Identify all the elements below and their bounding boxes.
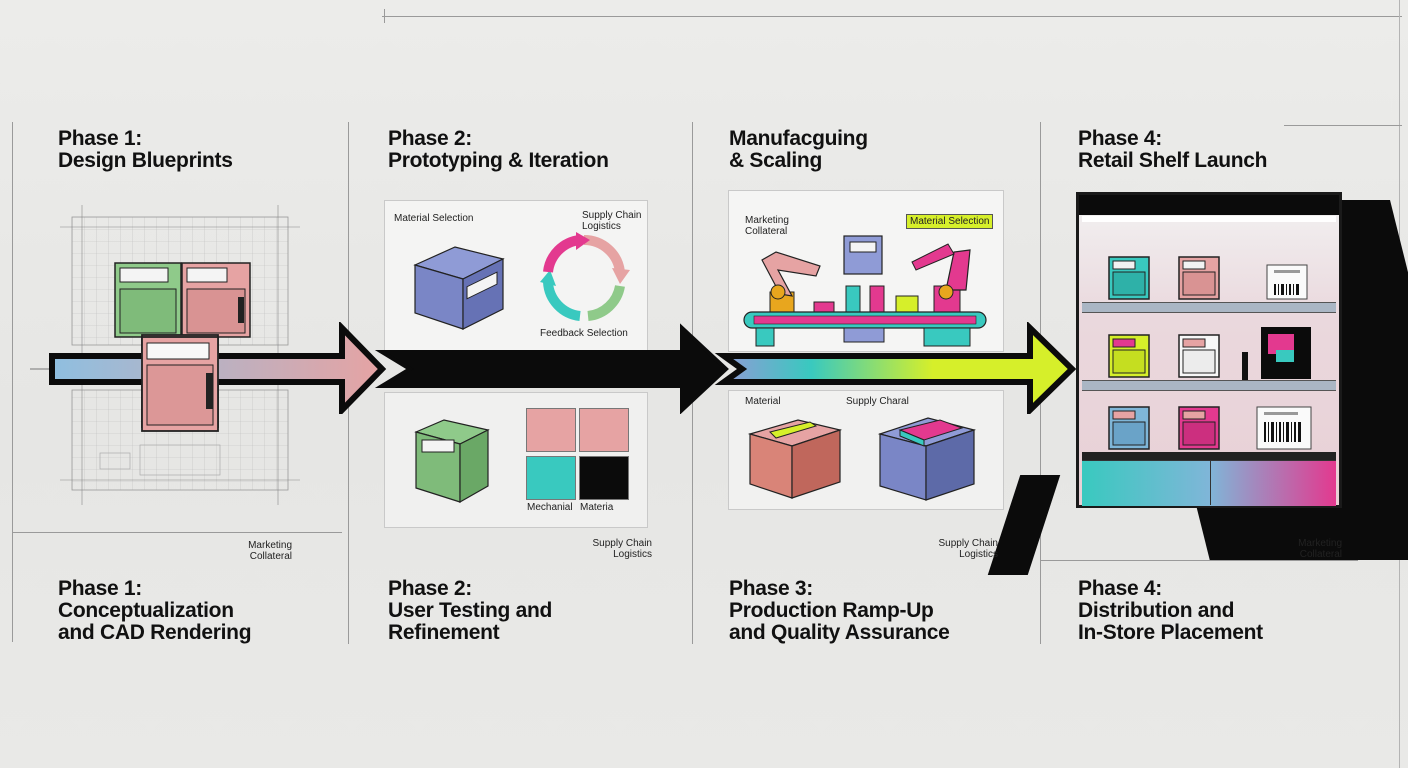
robot-arm-icon [743, 235, 987, 347]
phase-3-corner-label: Supply Chain Logistics [938, 538, 998, 560]
cycle-arrows-icon [540, 232, 630, 321]
barcode-label-icon [1256, 406, 1312, 450]
swatch-label-left: Mechanial [527, 502, 573, 513]
appliance-box-icon [1108, 334, 1150, 378]
phase-2-top-title: Phase 2:Prototyping & Iteration [388, 127, 609, 172]
appliance-box-icon [1178, 256, 1220, 300]
swatch-label-right: Materia [580, 502, 614, 513]
column-1-base-line [12, 532, 342, 533]
barcode-label-icon [1266, 264, 1308, 300]
phase-4-top-title: Phase 4:Retail Shelf Launch [1078, 127, 1268, 172]
appliance-box-icon [1178, 334, 1220, 378]
material-label: Material [745, 396, 781, 407]
shelf-board-3 [1082, 452, 1336, 460]
swatch-black [579, 456, 629, 500]
material-selection-highlight: Material Selection [906, 214, 994, 229]
appliance-box-icon [1178, 406, 1220, 450]
appliance-box-icon [1108, 256, 1150, 300]
supply-charal-label: Supply Charal [846, 396, 909, 407]
appliance-box-icon [414, 419, 490, 504]
appliance-box-icon [141, 336, 219, 432]
appliance-box-icon [1108, 406, 1150, 450]
phase-1-top-title: Phase 1:Design Blueprints [58, 127, 233, 172]
top-guide-line [382, 16, 1402, 17]
swatch-pink-1 [526, 408, 576, 452]
shelf-top [1079, 195, 1339, 215]
product-bottle [1242, 352, 1248, 380]
phase-3-top-title: Manufacguing& Scaling [729, 127, 868, 172]
appliance-box-icon [413, 246, 505, 330]
column-4-base-line [1040, 560, 1358, 561]
top-guide-tick [384, 9, 385, 23]
phase-4-corner-label: Marketing Collateral [1298, 538, 1342, 560]
phase-2-corner-label: Supply Chain Logistics [592, 538, 652, 560]
cabinet-divider [1210, 460, 1211, 505]
marketing-collateral-label: Marketing Collateral [745, 215, 789, 237]
phase-1-corner-label: Marketing Collateral [248, 540, 292, 562]
shelf-board-2 [1082, 380, 1336, 391]
swatch-teal [526, 456, 576, 500]
corner-guide-line [1284, 125, 1402, 126]
appliance-box-icon [1261, 327, 1311, 379]
supply-chain-label: Supply Chain Logistics [582, 210, 642, 232]
shipping-crate-icon [747, 417, 977, 501]
swatch-pink-2 [579, 408, 629, 452]
shelf-light [1082, 216, 1336, 222]
column-divider-1 [12, 122, 13, 642]
shelf-board-1 [1082, 302, 1336, 313]
shelf-base-cabinet [1082, 460, 1336, 506]
feedback-selection-label: Feedback Selection [540, 328, 628, 339]
material-selection-label: Material Selection [394, 213, 474, 224]
